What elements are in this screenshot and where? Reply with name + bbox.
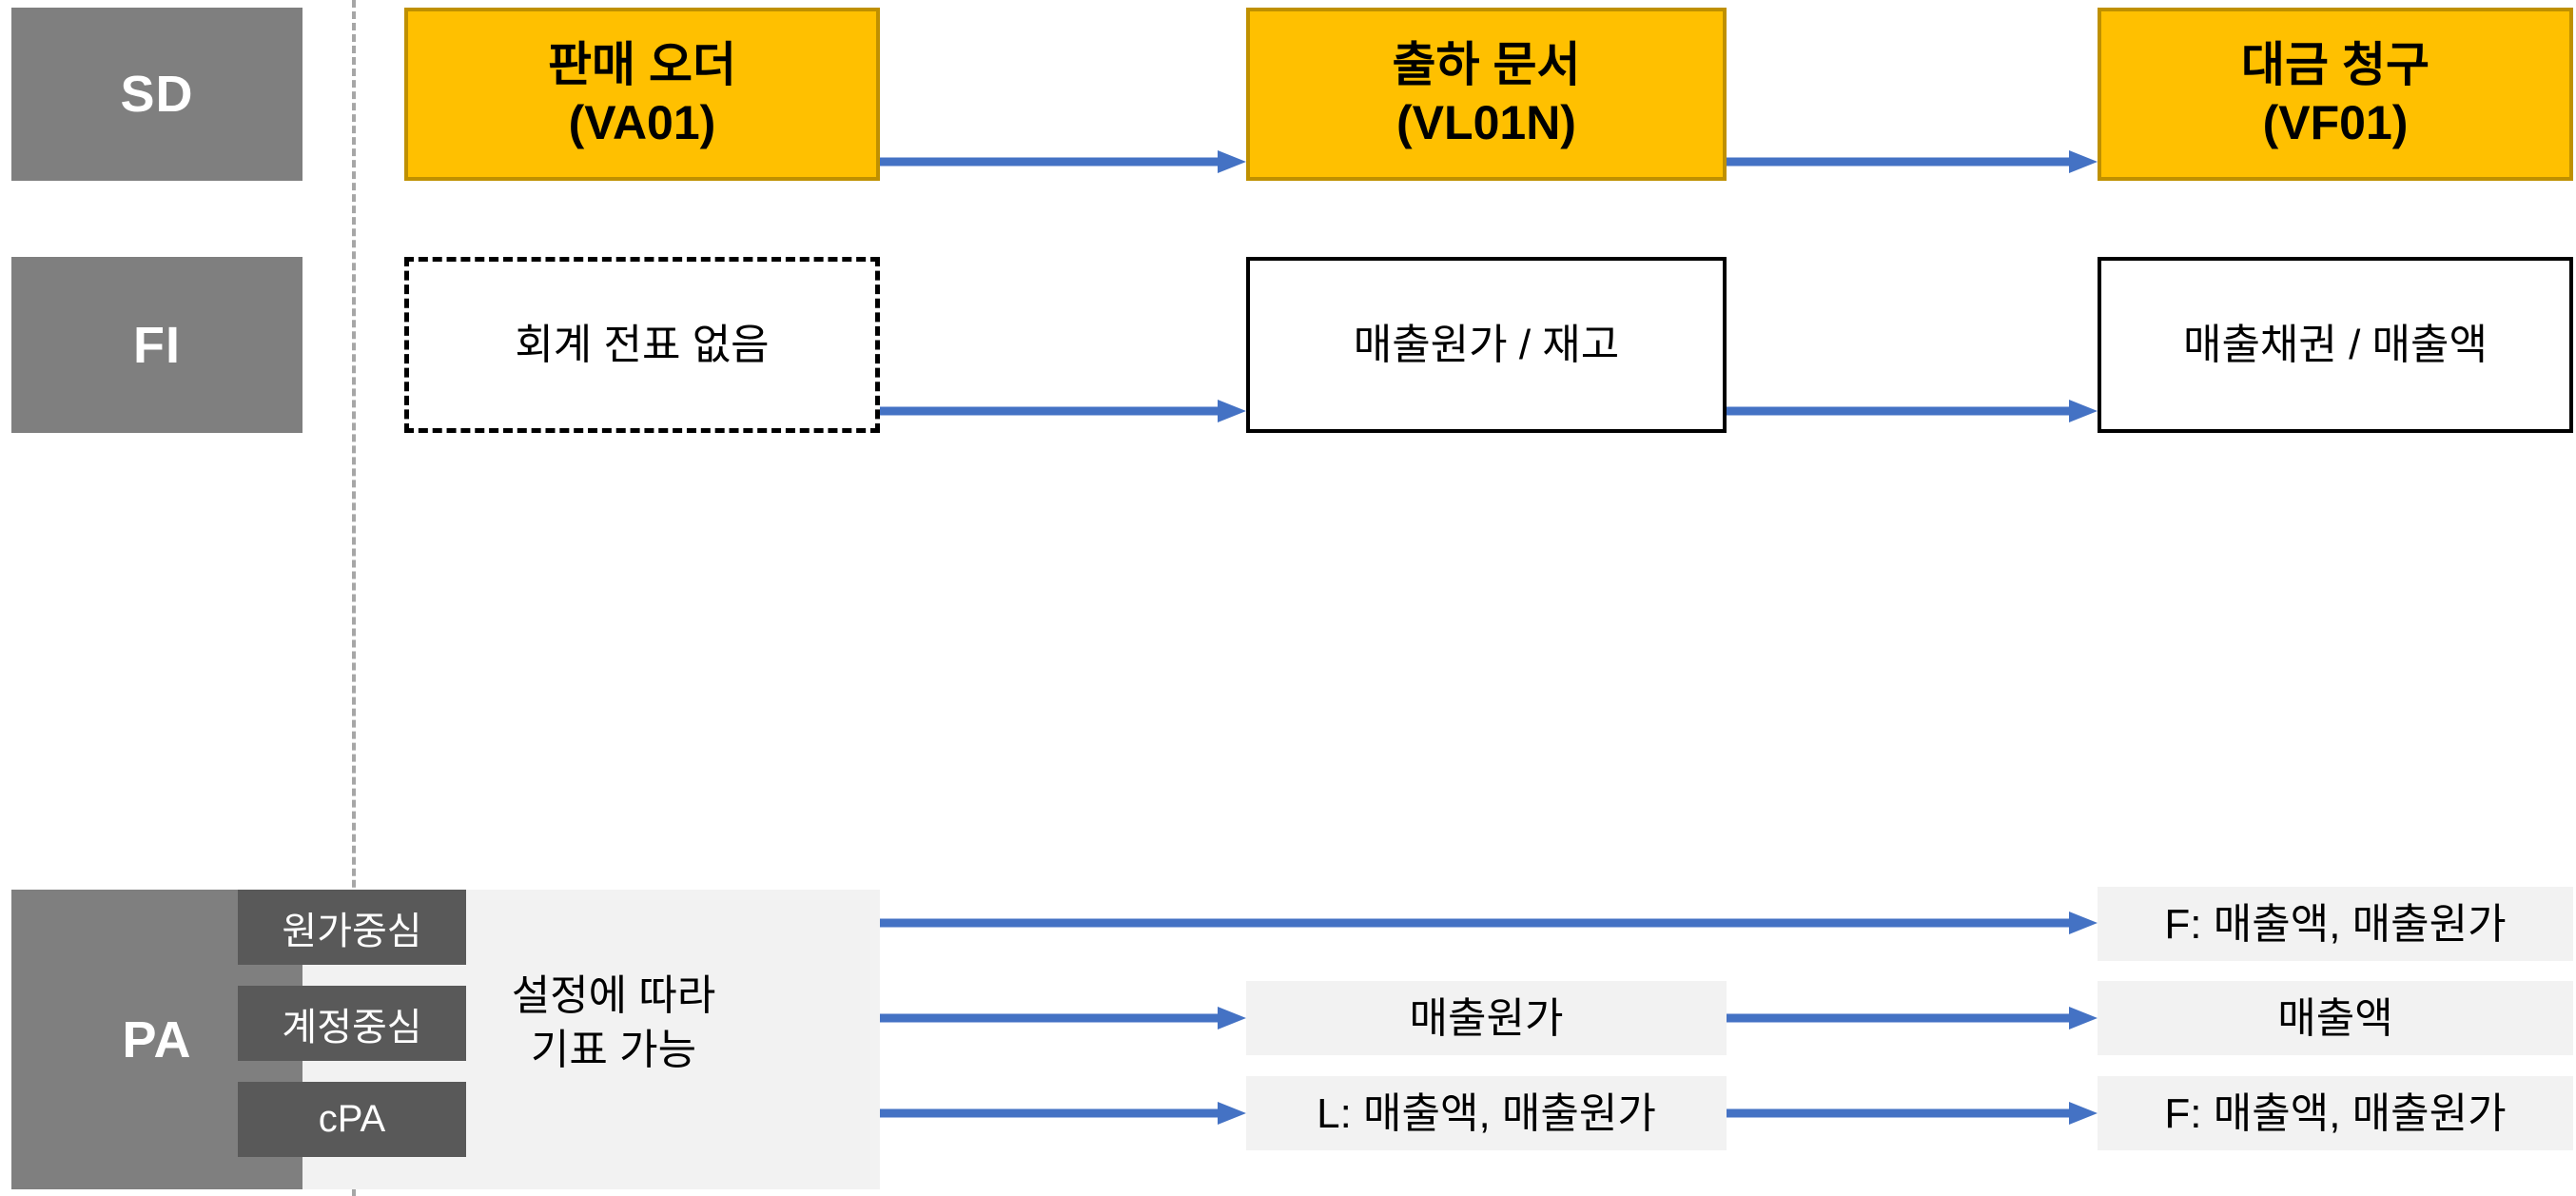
pa-right-box-lane1-text: F: 매출액, 매출원가 — [2164, 900, 2507, 948]
pa-sub-cost-based[interactable]: 원가중심 — [238, 890, 466, 965]
sd-box-billing-line1: 대금 청구 — [2241, 38, 2430, 91]
fi-box-receivable-revenue[interactable]: 매출채권 / 매출액 — [2098, 257, 2573, 433]
pa-middle-box-lane2[interactable]: 매출원가 — [1246, 981, 1727, 1055]
pa-note-line2: 기표 가능 — [530, 1027, 697, 1073]
fi-box-no-accounting-document-text: 회계 전표 없음 — [515, 322, 770, 368]
sd-box-delivery-document-line1: 출하 문서 — [1392, 38, 1581, 91]
pa-sub-cost-based-text: 원가중심 — [282, 910, 422, 952]
module-label-sd: SD — [11, 8, 302, 181]
pa-sub-cpa-text: cPA — [318, 1098, 386, 1140]
fi-box-cogs-inventory[interactable]: 매출원가 / 재고 — [1246, 257, 1727, 433]
module-label-fi: FI — [11, 257, 302, 433]
pa-right-box-lane2-text: 매출액 — [2277, 994, 2393, 1042]
pa-note-line1: 설정에 따라 — [511, 971, 716, 1019]
fi-box-cogs-inventory-text: 매출원가 / 재고 — [1353, 322, 1620, 368]
sd-box-billing[interactable]: 대금 청구 (VF01) — [2098, 8, 2573, 181]
pa-right-box-lane3-text: F: 매출액, 매출원가 — [2164, 1089, 2507, 1137]
sd-box-delivery-document-line2: (VL01N) — [1396, 96, 1576, 149]
pa-middle-box-lane3-text: L: 매출액, 매출원가 — [1317, 1089, 1656, 1137]
sd-box-delivery-document[interactable]: 출하 문서 (VL01N) — [1246, 8, 1727, 181]
pa-sub-account-based-text: 계정중심 — [282, 1006, 422, 1049]
pa-right-box-lane1[interactable]: F: 매출액, 매출원가 — [2098, 887, 2573, 961]
pa-right-box-lane2[interactable]: 매출액 — [2098, 981, 2573, 1055]
module-label-pa-text: PA — [122, 1010, 192, 1069]
pa-sub-account-based[interactable]: 계정중심 — [238, 986, 466, 1061]
module-label-sd-text: SD — [120, 66, 194, 123]
fi-box-receivable-revenue-text: 매출채권 / 매출액 — [2182, 322, 2488, 368]
sd-box-billing-line2: (VF01) — [2262, 96, 2409, 149]
sd-box-sales-order-line2: (VA01) — [568, 96, 716, 149]
pa-middle-box-lane3[interactable]: L: 매출액, 매출원가 — [1246, 1076, 1727, 1150]
fi-box-no-accounting-document[interactable]: 회계 전표 없음 — [404, 257, 880, 433]
sd-box-sales-order[interactable]: 판매 오더 (VA01) — [404, 8, 880, 181]
pa-note: 설정에 따라 기표 가능 — [471, 951, 756, 1094]
sd-box-sales-order-line1: 판매 오더 — [548, 38, 736, 91]
module-label-fi-text: FI — [133, 316, 181, 374]
pa-right-box-lane3[interactable]: F: 매출액, 매출원가 — [2098, 1076, 2573, 1150]
pa-sub-cpa[interactable]: cPA — [238, 1082, 466, 1157]
pa-middle-box-lane2-text: 매출원가 — [1409, 994, 1564, 1042]
vertical-dashed-divider — [352, 0, 356, 1196]
